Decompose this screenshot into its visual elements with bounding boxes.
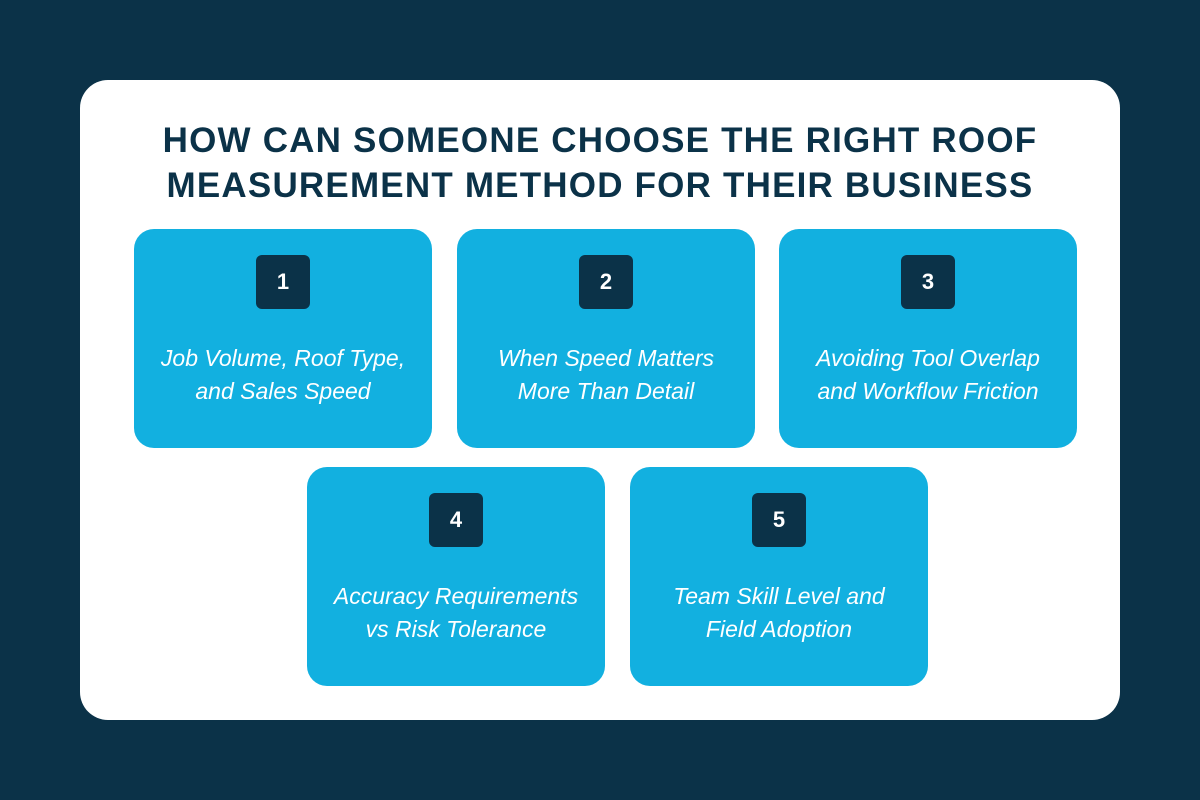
step-card-1: 1 Job Volume, Roof Type, and Sales Speed — [134, 229, 432, 448]
step-text: Accuracy Requirements vs Risk Tolerance — [325, 547, 587, 678]
step-text: Job Volume, Roof Type, and Sales Speed — [152, 309, 414, 440]
title-line-2: MEASUREMENT METHOD FOR THEIR BUSINESS — [166, 166, 1034, 205]
step-number-badge: 3 — [901, 255, 955, 309]
step-number-badge: 5 — [752, 493, 806, 547]
step-number-badge: 4 — [429, 493, 483, 547]
infographic-panel: HOW CAN SOMEONE CHOOSE THE RIGHT ROOF ME… — [80, 80, 1120, 720]
step-label: Team Skill Level and Field Adoption — [673, 582, 885, 642]
step-text: Team Skill Level and Field Adoption — [648, 547, 910, 678]
title-line-1: HOW CAN SOMEONE CHOOSE THE RIGHT ROOF — [162, 121, 1038, 160]
step-label: Accuracy Requirements vs Risk Tolerance — [333, 582, 579, 642]
step-card-3: 3 Avoiding Tool Overlap and Workflow Fri… — [779, 229, 1077, 448]
step-card-2: 2 When Speed Matters More Than Detail — [457, 229, 755, 448]
step-number-badge: 2 — [579, 255, 633, 309]
step-text: Avoiding Tool Overlap and Workflow Frict… — [797, 309, 1059, 440]
step-label: Avoiding Tool Overlap and Workflow Frict… — [816, 344, 1040, 404]
step-text: When Speed Matters More Than Detail — [475, 309, 737, 440]
step-card-5: 5 Team Skill Level and Field Adoption — [630, 467, 928, 686]
step-label: Job Volume, Roof Type, and Sales Speed — [160, 344, 406, 404]
step-number-badge: 1 — [256, 255, 310, 309]
step-label: When Speed Matters More Than Detail — [497, 344, 715, 404]
page-title: HOW CAN SOMEONE CHOOSE THE RIGHT ROOF ME… — [80, 118, 1120, 208]
step-card-4: 4 Accuracy Requirements vs Risk Toleranc… — [307, 467, 605, 686]
